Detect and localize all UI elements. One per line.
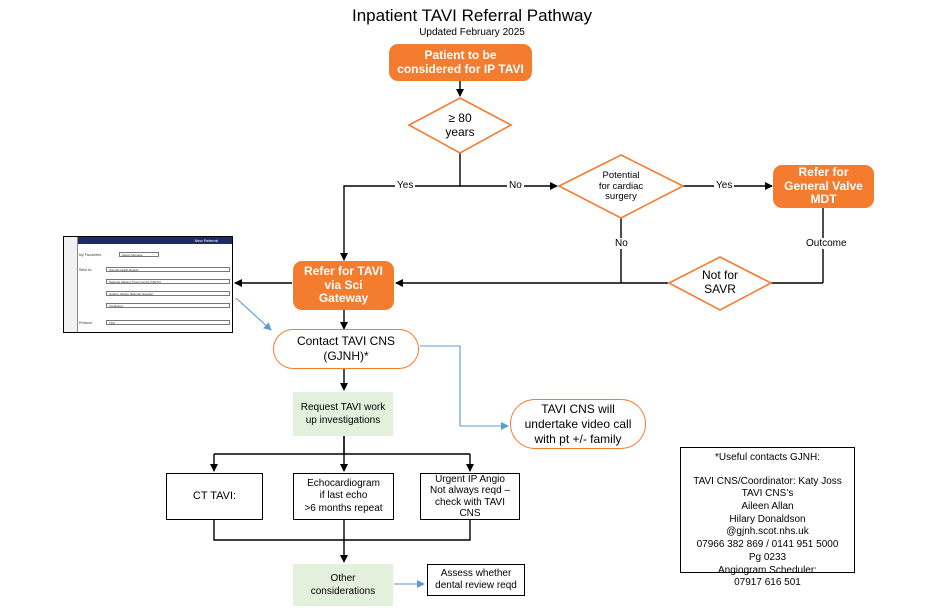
video-call-line-2: undertake video call [524,416,632,431]
form-select-protocol: TAVI [106,320,230,325]
angio-line-1: Urgent IP Angio [435,473,505,485]
not-for-savr-diamond [667,256,773,311]
urgent-angio-node: Urgent IP Angio Not always reqd – check … [420,473,520,520]
contacts-line-1: *Useful contacts GJNH: [714,452,821,463]
form-sidebar [64,237,78,332]
video-call-line-1: TAVI CNS will [541,401,615,416]
angio-line-2: Not always reqd – [429,485,511,496]
dental-line-2: dental review reqd [435,580,517,591]
contacts-line-3: TAVI CNS/Coordinator: Katy Joss [693,475,842,487]
contact-cns-line-1: Contact TAVI CNS [296,334,396,348]
form-label-protocol: Protocol: [79,321,93,325]
workup-line-2: up investigations [305,415,381,426]
label-no-surgery: No [613,238,630,249]
surgery-decision-diamond [557,154,685,219]
referral-form-screenshot: New Referral My Favourites: Select favou… [63,236,233,333]
dental-review-node: Assess whether dental review reqd [427,564,525,596]
not-for-savr-line-2: SAVR [704,282,736,296]
label-yes-surgery: Yes [714,180,735,191]
not-for-savr-text: Not for SAVR [685,266,755,300]
echo-line-2: if last echo [319,490,368,502]
form-label-send-to: Send to: [79,268,93,272]
edge-form-to-cns [235,297,272,331]
video-call-line-3: with pt +/- family [534,431,622,446]
form-select-centre: National Waiting Times Centre (NWTC) [106,279,230,284]
other-line-1: Other [330,572,356,584]
age-decision-line-1: ≥ 80 [448,111,472,126]
form-select-favourites: Select favourite [119,252,159,257]
angio-line-4: CNS [459,508,481,519]
contact-cns-node: Contact TAVI CNS (GJNH)* [273,329,419,369]
contacts-line-5: Aileen Allan [741,501,794,513]
cns-video-call-node: TAVI CNS will undertake video call with … [510,399,646,449]
useful-contacts-box: *Useful contacts GJNH: TAVI CNS/Coordina… [680,447,855,588]
age-decision-text: ≥ 80 years [420,107,500,145]
angio-line-3: check with TAVI [434,496,506,508]
other-considerations-node: Other considerations [293,564,393,606]
request-workup-node: Request TAVI work up investigations [293,392,393,436]
surgery-decision-line-3: surgery [605,191,637,203]
echocardiogram-node: Echocardiogram if last echo >6 months re… [293,473,394,520]
contacts-line-8: 07966 382 869 / 0141 951 5000 [696,539,839,551]
contacts-line-10: Angiogram Scheduler: [718,564,817,576]
edge-merge [213,520,471,541]
form-label-favourites: My Favourites: [79,253,102,257]
page-subtitle: Updated February 2025 [419,27,525,38]
echo-line-1: Echocardiogram [307,477,380,489]
not-for-savr-line-1: Not for [701,268,738,283]
workup-line-1: Request TAVI work [300,401,386,413]
surgery-decision-line-2: for cardiac [598,180,644,192]
contacts-line-11: 07917 616 501 [734,577,801,589]
age-decision-diamond [407,97,513,154]
form-select-hospital: Golden Jubilee National Hospital [106,291,230,296]
page-title: Inpatient TAVI Referral Pathway [351,6,592,25]
contacts-line-7: @gjnh.scot.nhs.uk [726,526,809,538]
contact-cns-line-2: (GJNH)* [323,349,369,363]
start-node: Patient to be considered for IP TAVI [389,44,532,81]
refer-valve-mdt-node: Refer for General Valve MDT [773,165,874,208]
form-select-specialty: Cardiology [106,303,230,308]
label-outcome: Outcome [804,238,849,249]
other-line-2: considerations [310,586,376,597]
refer-tavi-gateway-node: Refer for TAVI via Sci Gateway [293,261,394,310]
age-decision-line-2: years [445,125,475,139]
label-no-age: No [507,180,524,191]
edge-cns-to-video [420,345,509,430]
echo-line-3: >6 months repeat [304,502,383,514]
dental-line-1: Assess whether [440,567,512,579]
edge-age-yes [340,153,461,261]
contacts-line-4: TAVI CNS’s [741,488,794,500]
ct-tavi-node: CT TAVI: [166,473,263,520]
contacts-line-6: Hilary Donaldson [729,513,806,525]
contacts-line-2 [681,465,854,476]
surgery-decision-text: Potential for cardiac surgery [581,168,661,206]
form-select-board: Special Health Boards [106,267,230,272]
label-yes-age: Yes [395,180,416,191]
contacts-line-9: Pg 0233 [748,551,787,563]
surgery-decision-line-1: Potential [602,169,640,181]
form-header: New Referral [78,237,232,244]
